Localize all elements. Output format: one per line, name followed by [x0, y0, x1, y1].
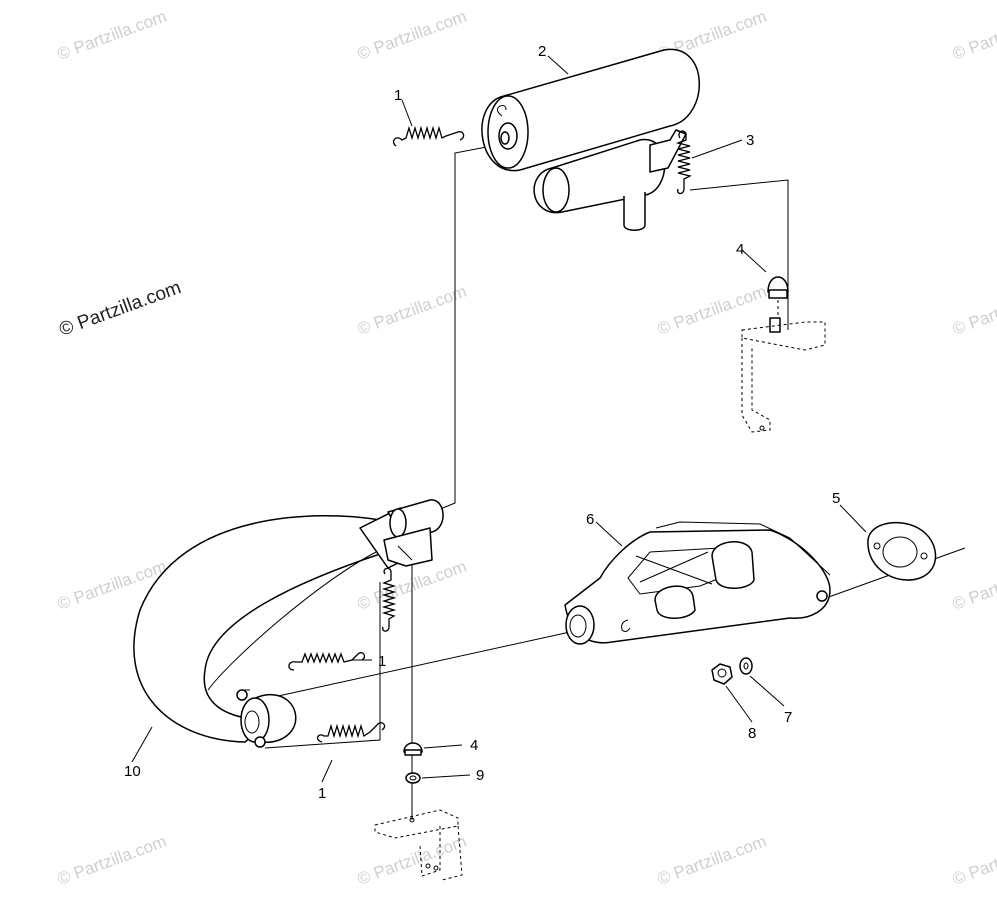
assembly-lines — [241, 144, 966, 820]
watermark: © Partzilla.com — [950, 832, 997, 889]
callout-4-lower: 4 — [470, 737, 478, 754]
callout-8: 8 — [748, 725, 756, 742]
watermark: © Partzilla.com — [355, 832, 469, 889]
callout-labels: 1 2 3 4 5 6 1 10 1 4 9 8 7 — [124, 43, 840, 802]
watermark-main: © Partzilla.com — [57, 277, 184, 341]
spring-part-1-middle — [288, 652, 366, 671]
callout-4-upper: 4 — [736, 241, 744, 258]
watermark: © Partzilla.com — [55, 832, 169, 889]
spring-part-1-vertical — [381, 567, 397, 632]
watermark: © Partzilla.com — [655, 832, 769, 889]
callout-10: 10 — [124, 763, 141, 780]
head-pipe-part-10 — [133, 499, 444, 748]
leader-lines — [131, 55, 867, 783]
watermark: © Partzilla.com — [55, 7, 169, 64]
callout-1-bottom: 1 — [318, 785, 326, 802]
callout-3: 3 — [746, 132, 754, 149]
nut-part-8 — [711, 663, 733, 685]
spring-part-3 — [675, 130, 692, 195]
callout-5: 5 — [832, 490, 840, 507]
watermark: © Partzilla.com — [355, 7, 469, 64]
exhaust-manifold-part-6 — [564, 521, 831, 645]
upper-mounting-bracket — [741, 321, 826, 433]
watermark: © Partzilla.com — [950, 7, 997, 64]
spring-part-1-top — [392, 125, 465, 147]
watermark: © Partzilla.com — [355, 282, 469, 339]
washer-part-9 — [405, 772, 421, 784]
callout-1-top: 1 — [394, 87, 402, 104]
callout-6: 6 — [586, 511, 594, 528]
callout-1-middle: 1 — [378, 653, 386, 670]
gasket-part-5 — [867, 521, 937, 581]
lower-mounting-bracket — [374, 809, 463, 881]
callout-7: 7 — [784, 709, 792, 726]
watermark: © Partzilla.com — [950, 557, 997, 614]
callout-9: 9 — [476, 767, 484, 784]
watermark: © Partzilla.com — [950, 282, 997, 339]
watermark: © Partzilla.com — [655, 282, 769, 339]
callout-2: 2 — [538, 43, 546, 60]
muffler-part-2 — [481, 48, 700, 231]
grommet-part-4-upper — [767, 276, 789, 333]
spring-part-1-bottom — [316, 722, 386, 743]
washer-part-7 — [739, 657, 753, 675]
grommet-part-4-lower — [403, 742, 423, 756]
